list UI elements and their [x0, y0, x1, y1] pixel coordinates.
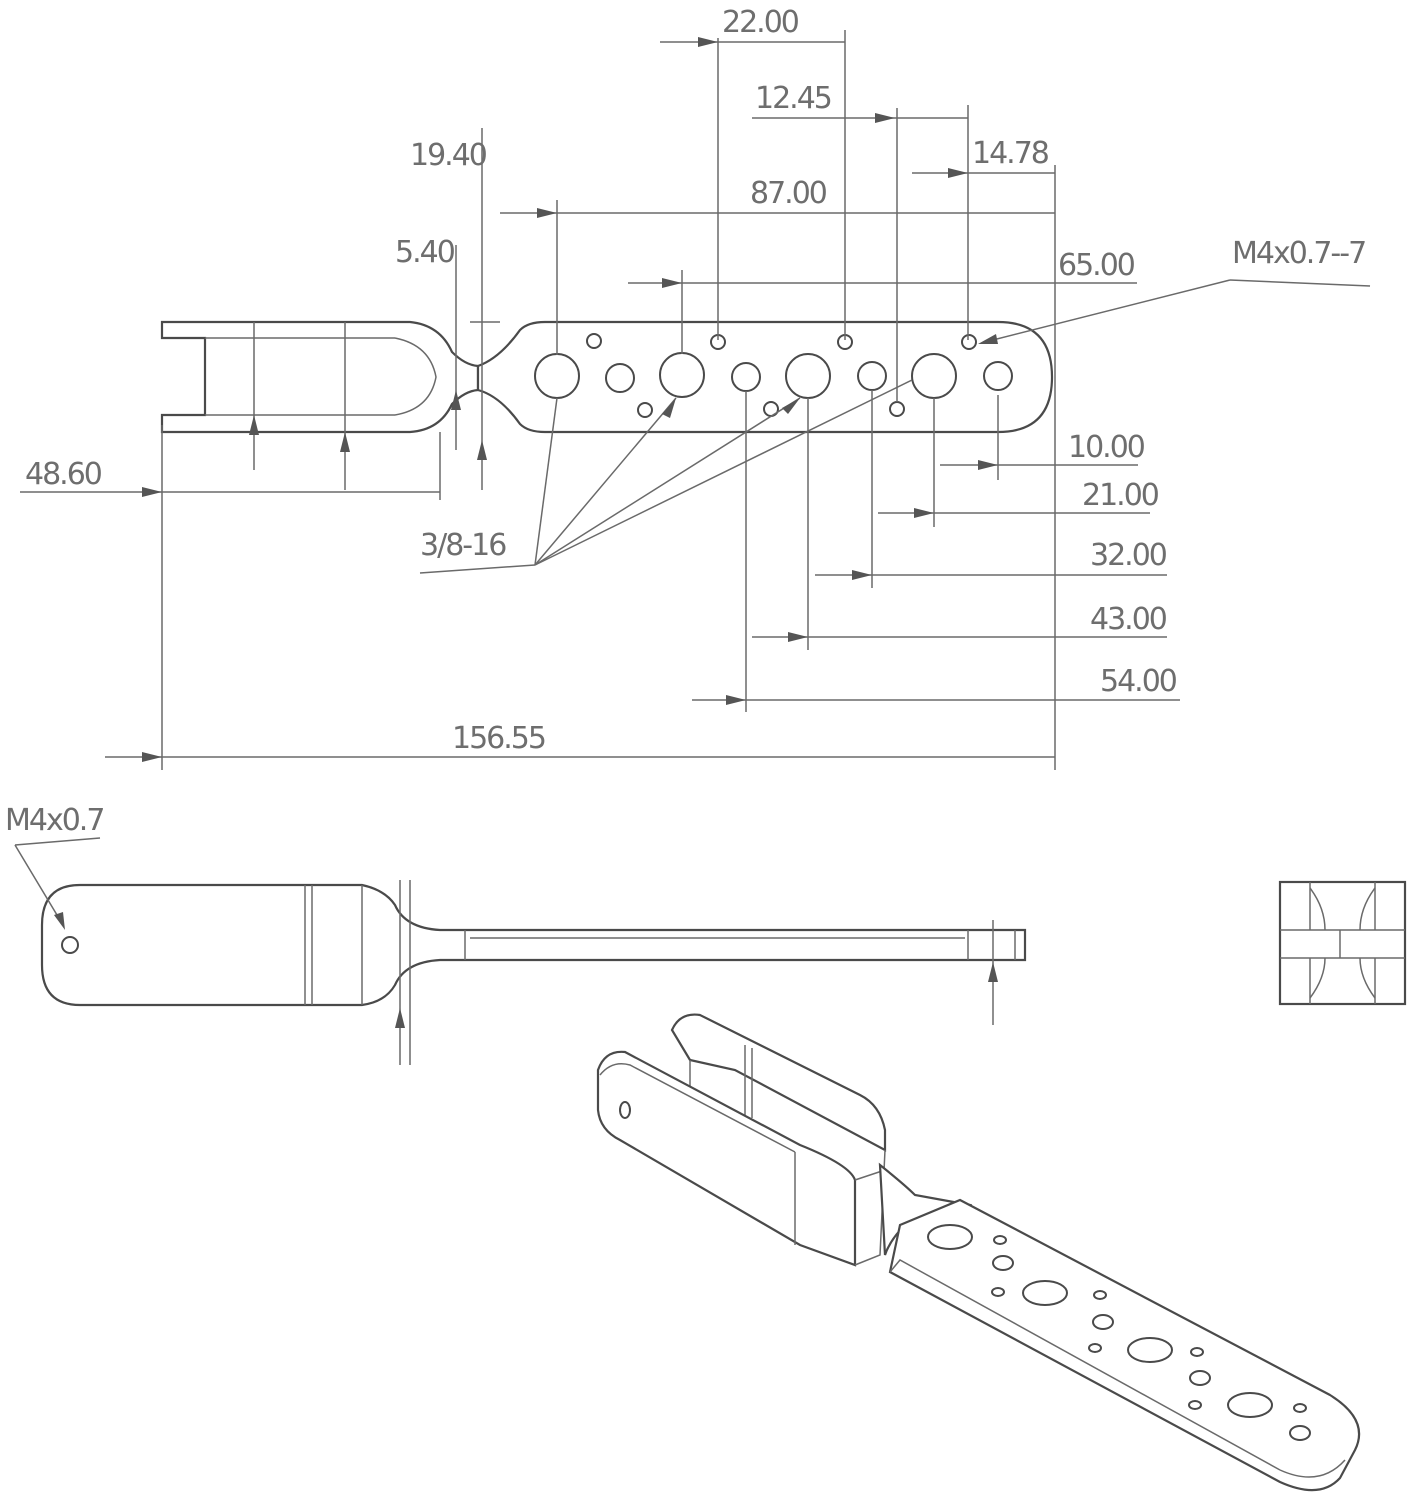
isometric-handle	[888, 1198, 1361, 1492]
dim-54-00: 54.00	[1100, 664, 1177, 699]
side-view	[14, 837, 1027, 1065]
dim-21-00: 21.00	[1082, 478, 1159, 513]
dim-43-00: 43.00	[1090, 602, 1167, 637]
fork-outline	[160, 320, 480, 434]
dim-12-45: 12.45	[755, 81, 831, 116]
hole-medium-4	[983, 361, 1013, 391]
dim-65-00: 65.00	[1058, 248, 1135, 283]
thread-callout-m4-side: M4x0.7	[5, 803, 103, 838]
thread-callout-3-8-16: 3/8-16	[420, 528, 506, 563]
hole-small-1	[586, 333, 602, 349]
dim-19-40: 19.40	[410, 138, 487, 173]
dimension-lines	[20, 30, 1371, 770]
dim-5-40: 5.40	[395, 235, 455, 270]
hole-small-7	[961, 334, 977, 350]
hole-small-6	[889, 401, 905, 417]
dim-156-55: 156.55	[452, 721, 545, 756]
hole-small-2	[637, 402, 653, 418]
dim-32-00: 32.00	[1090, 538, 1167, 573]
hole-medium-2	[731, 362, 761, 392]
hole-large-3	[785, 353, 831, 399]
dim-87-00: 87.00	[750, 176, 827, 211]
dim-10-00: 10.00	[1068, 430, 1145, 465]
hole-large-4	[911, 353, 957, 399]
isometric-view	[596, 1013, 1361, 1492]
dim-22-00: 22.00	[722, 5, 799, 40]
thread-callout-m4-top: M4x0.7--7	[1232, 236, 1365, 271]
hole-medium-3	[857, 361, 887, 391]
end-view	[1278, 880, 1407, 1006]
dim-14-78: 14.78	[972, 136, 1049, 171]
hole-large-2	[659, 352, 705, 398]
top-view	[160, 320, 1054, 434]
hole-medium-1	[605, 363, 635, 393]
hole-large-1	[534, 353, 580, 399]
dim-48-60: 48.60	[25, 457, 102, 492]
dimension-texts: 22.00 12.45 14.78 19.40 87.00 5.40 65.00…	[5, 5, 1367, 838]
handle-bar	[476, 320, 1054, 434]
